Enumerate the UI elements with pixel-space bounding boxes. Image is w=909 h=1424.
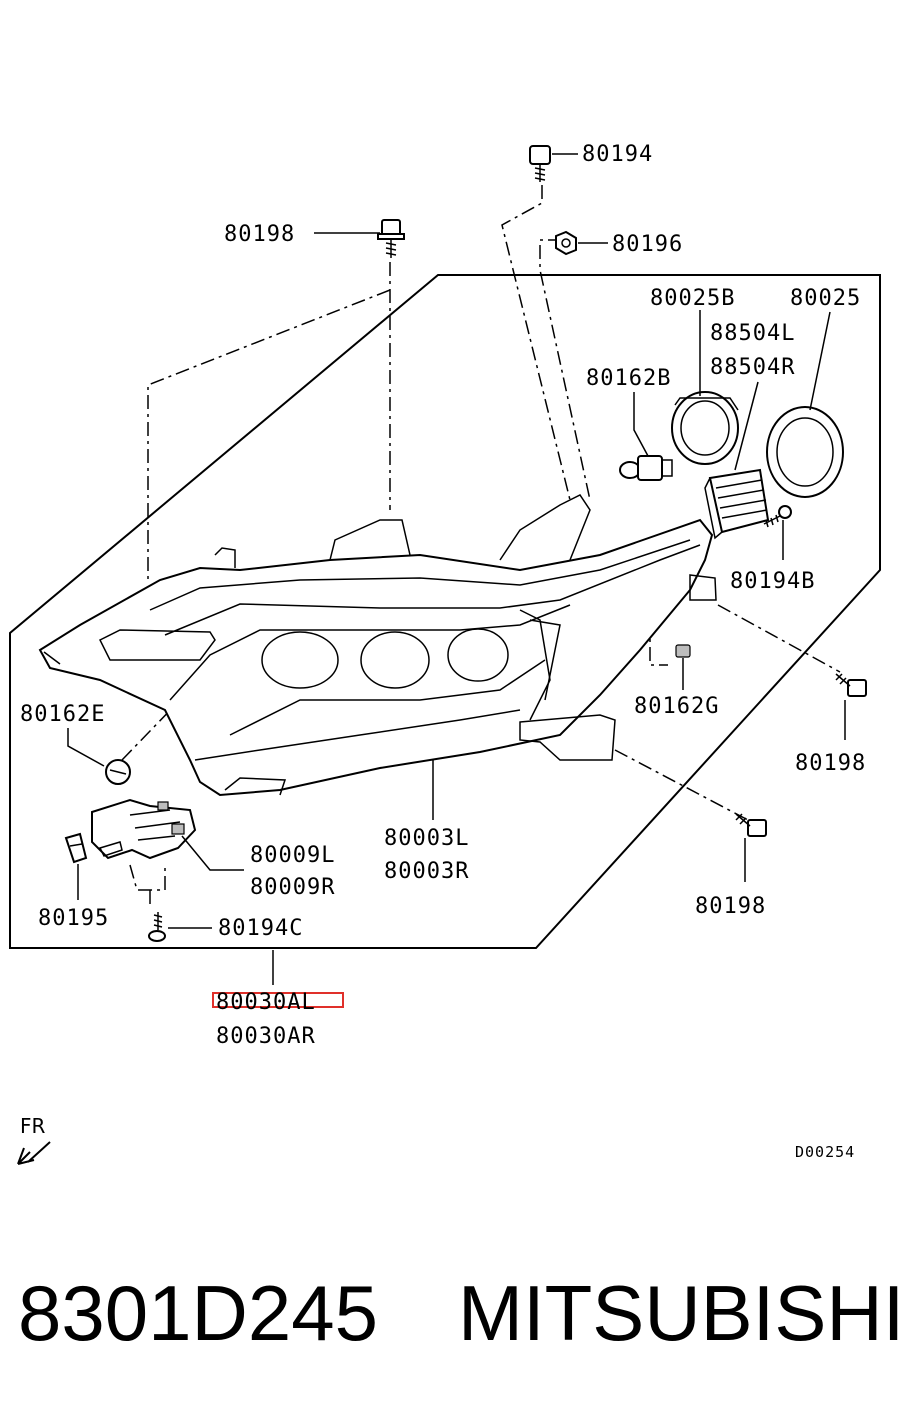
part-label-88504L: 88504L bbox=[710, 321, 795, 346]
direction-label: FR bbox=[20, 1114, 46, 1138]
leader-dashed bbox=[501, 185, 571, 501]
part-label-80194: 80194 bbox=[582, 142, 653, 167]
bolt-icon bbox=[377, 219, 405, 258]
bracket-icon bbox=[91, 798, 197, 860]
part-label-80194B: 80194B bbox=[730, 569, 815, 594]
leader bbox=[809, 311, 831, 411]
part-label-80195: 80195 bbox=[38, 906, 109, 931]
part-label-80030AL: 80030AL bbox=[216, 990, 316, 1015]
part-label-80194C: 80194C bbox=[218, 916, 303, 941]
part-label-80162G: 80162G bbox=[634, 694, 719, 719]
caption-part-number: 8301D245 bbox=[18, 1269, 378, 1357]
leader-dashed bbox=[614, 749, 749, 821]
leader bbox=[181, 835, 244, 871]
leader bbox=[67, 728, 105, 767]
leader-dashed bbox=[129, 864, 166, 891]
bolt-icon bbox=[529, 145, 551, 182]
part-label-80003L: 80003L bbox=[384, 826, 469, 851]
part-label-80198-top: 80198 bbox=[224, 222, 295, 247]
part-label-80003R: 80003R bbox=[384, 859, 469, 884]
part-label-80196: 80196 bbox=[612, 232, 683, 257]
part-label-80025B: 80025B bbox=[650, 286, 735, 311]
cap-icon bbox=[766, 406, 844, 498]
part-label-88504R: 88504R bbox=[710, 355, 795, 380]
arrow-icon bbox=[17, 1141, 51, 1165]
screw-icon bbox=[763, 505, 792, 528]
part-label-80025: 80025 bbox=[790, 286, 861, 311]
part-label-80009R: 80009R bbox=[250, 875, 335, 900]
part-label-80162E: 80162E bbox=[20, 702, 105, 727]
headlamp-assembly bbox=[38, 494, 717, 797]
highlight-box bbox=[212, 992, 344, 1008]
bulb-icon bbox=[675, 644, 691, 658]
bolt-icon bbox=[735, 813, 767, 837]
part-label-80009L: 80009L bbox=[250, 843, 335, 868]
part-label-80198-bottom: 80198 bbox=[695, 894, 766, 919]
leader bbox=[734, 381, 759, 471]
screw-icon bbox=[148, 912, 166, 942]
leader-dashed bbox=[717, 604, 841, 673]
part-label-80030AR: 80030AR bbox=[216, 1024, 316, 1049]
assembly-boundary bbox=[9, 274, 881, 949]
bolt-icon bbox=[835, 673, 867, 697]
clip-icon bbox=[64, 832, 88, 864]
nut-icon bbox=[555, 230, 577, 256]
part-label-80198-right: 80198 bbox=[795, 751, 866, 776]
bulb-icon bbox=[105, 759, 131, 785]
ring-icon bbox=[671, 391, 739, 465]
leader-dashed bbox=[147, 289, 391, 580]
leader bbox=[633, 392, 649, 457]
bulb-icon bbox=[619, 455, 673, 481]
ballast-icon bbox=[704, 468, 770, 540]
part-label-80162B: 80162B bbox=[586, 366, 671, 391]
caption-brand: MITSUBISHI bbox=[458, 1269, 904, 1357]
leader-dashed bbox=[539, 239, 591, 501]
leader-dashed bbox=[649, 620, 668, 666]
diagram-code: D00254 bbox=[795, 1143, 855, 1161]
